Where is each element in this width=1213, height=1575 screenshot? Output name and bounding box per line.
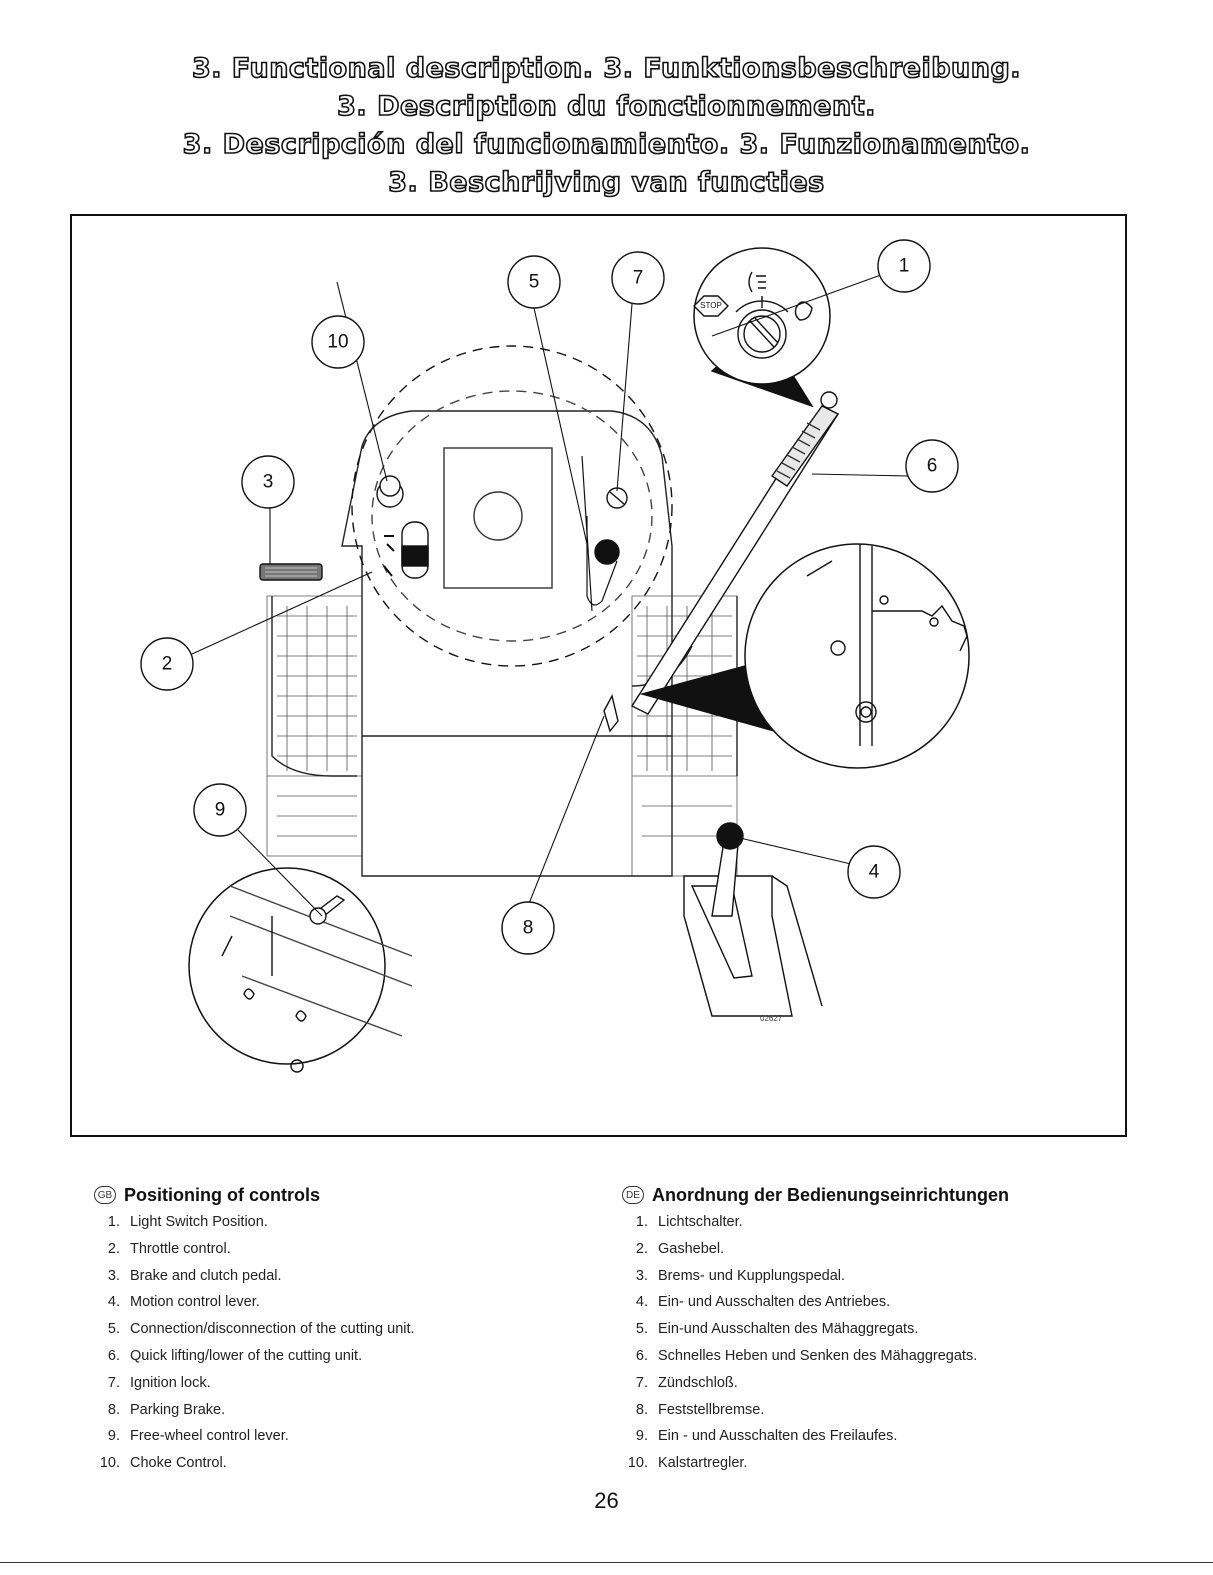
svg-text:9: 9 [215,800,226,821]
motion-control-lever [683,822,823,1017]
steering-wheel-outline [351,345,673,667]
ignition-inset: STOP [693,247,831,408]
title-line-2: 3. Description du fonctionnement. [336,90,876,123]
list-item: 5.Ein-und Ausschalten des Mähaggregats. [635,1321,919,1338]
list-item: 6.Quick lifting/lower of the cutting uni… [107,1347,363,1364]
lift-lever [630,391,840,715]
de-controls-list: DE Anordnung der Bedienungseinrichtungen… [622,1183,1142,1477]
gb-controls-list: GB Positioning of controls 1.Light Switc… [94,1183,574,1477]
list-item: 8.Parking Brake. [107,1401,226,1418]
gb-items: 1.Light Switch Position. 2.Throttle cont… [94,1209,574,1477]
de-items: 1.Lichtschalter. 2.Gashebel. 3.Brems- un… [622,1209,1142,1477]
callout-4: 4 [847,845,901,899]
page-titles: 3. Functional description. 3. Funktionsb… [0,50,1213,202]
callout-3: 3 [241,455,295,509]
list-item: 8.Feststellbremse. [635,1401,765,1418]
svg-text:5: 5 [529,272,540,293]
title-line-1: 3. Functional description. 3. Funktionsb… [191,52,1022,85]
list-item: 3.Brake and clutch pedal. [107,1267,282,1284]
height-adjust-inset [639,543,970,769]
svg-text:6: 6 [927,456,938,477]
title-line-4: 3. Beschrijving van functies [387,166,825,199]
list-item: 3.Brems- und Kupplungspedal. [635,1267,846,1284]
callout-6: 6 [905,439,959,493]
gb-heading-row: GB Positioning of controls [94,1183,574,1207]
callout-8: 8 [501,901,555,955]
list-item: 2.Throttle control. [107,1240,231,1257]
svg-text:1: 1 [899,256,910,277]
gb-flag-icon: GB [94,1186,116,1204]
callout-5: 5 [507,255,561,309]
list-item: 1.Lichtschalter. [635,1214,743,1230]
svg-text:8: 8 [523,918,534,939]
list-item: 7.Ignition lock. [107,1374,211,1391]
diagram-svg: STOP [140,239,970,1073]
de-heading-row: DE Anordnung der Bedienungseinrichtungen [622,1183,1142,1207]
callout-9: 9 [193,783,247,837]
bottom-divider [0,1562,1213,1563]
list-item: 10.Kalstartregler. [627,1455,748,1472]
list-item: 1.Light Switch Position. [107,1214,268,1230]
list-item: 4.Ein- und Ausschalten des Antriebes. [635,1294,891,1311]
list-item: 6.Schnelles Heben und Senken des Mähaggr… [635,1347,978,1364]
callout-7: 7 [611,251,665,305]
list-item: 5.Connection/disconnection of the cuttin… [107,1321,415,1338]
callout-1: 1 [877,239,931,293]
list-item: 4.Motion control lever. [107,1294,260,1311]
cutting-unit-knob [594,539,620,565]
list-item: 9.Free-wheel control lever. [107,1428,289,1445]
parking-brake-lever [603,694,619,733]
center-panel [443,447,553,589]
callout-2: 2 [140,637,194,691]
de-heading: Anordnung der Bedienungseinrichtungen [652,1184,1009,1205]
callout-10: 10 [311,315,365,369]
svg-text:2: 2 [162,654,173,675]
list-item: 10.Choke Control. [99,1455,227,1472]
list-item: 2.Gashebel. [635,1240,725,1257]
controls-diagram: STOP [70,214,1127,1137]
svg-text:3: 3 [263,472,274,493]
list-item: 7.Zündschloß. [635,1374,738,1391]
svg-text:10: 10 [327,332,348,353]
de-flag-icon: DE [622,1186,644,1204]
part-number: 02627 [760,1014,783,1023]
svg-text:4: 4 [869,862,880,883]
freewheel-inset [188,867,413,1073]
title-line-3: 3. Descripción del funcionamiento. 3. Fu… [182,128,1031,161]
svg-text:7: 7 [633,268,644,289]
list-item: 9.Ein - und Ausschalten des Freilaufes. [635,1428,898,1445]
gb-heading: Positioning of controls [124,1184,320,1205]
page-number: 26 [594,1488,619,1513]
stop-label: STOP [700,301,722,310]
leader-lines [191,270,909,917]
